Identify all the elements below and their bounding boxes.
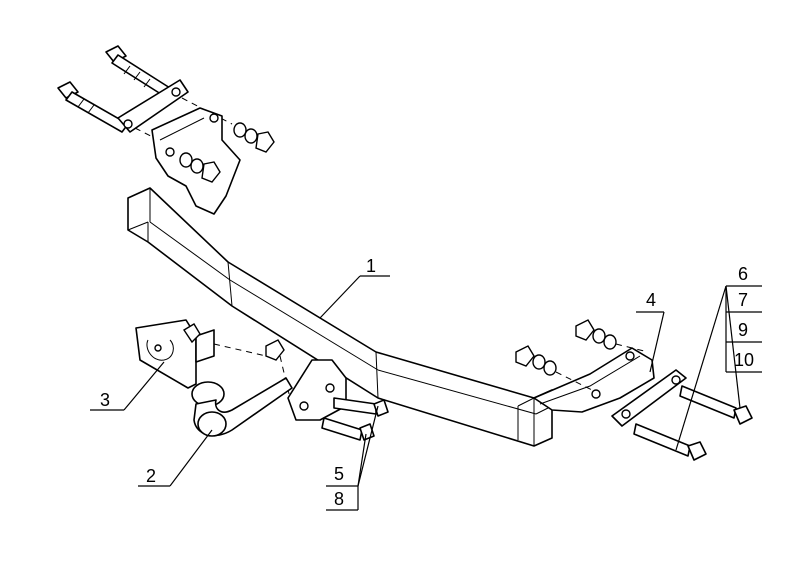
plate-right: [611, 369, 687, 427]
callout-2: 2: [138, 429, 213, 487]
callout-label-2: 2: [146, 466, 156, 486]
socket-plate: [135, 319, 215, 389]
bracket-right: [533, 347, 655, 413]
callout-label-9: 9: [738, 320, 748, 340]
bolt-upper-left-short: [57, 81, 129, 133]
bracket-plate-upper-left: [117, 79, 189, 133]
bolt-center-lower: [321, 417, 375, 441]
callout-4: 4: [636, 290, 665, 373]
callout-5-8: 5 8: [326, 405, 379, 511]
main-cross-beam: [127, 187, 553, 447]
bolt-right-upper: [679, 385, 753, 425]
callout-label-7: 7: [738, 290, 748, 310]
callout-6-7-9-10: 6 7 9 10: [675, 264, 762, 451]
tow-ball: [191, 377, 293, 437]
bolt-right-lower: [633, 423, 707, 461]
callout-label-4: 4: [646, 290, 656, 310]
center-mount-bracket: [287, 359, 347, 421]
nut-set-right-b: [515, 345, 557, 376]
nut-set-right-a: [575, 319, 617, 350]
bolt-center-upper: [333, 397, 389, 417]
callout-label-3: 3: [100, 390, 110, 410]
bolt-upper-left-long: [105, 45, 171, 97]
callout-3: 3: [90, 361, 165, 411]
nut-center: [265, 339, 285, 361]
callout-label-8: 8: [334, 489, 344, 509]
callout-label-10: 10: [734, 350, 754, 370]
callout-label-6: 6: [738, 264, 748, 284]
callout-label-5: 5: [334, 464, 344, 484]
nut-set-upper-left-a: [233, 122, 275, 153]
callout-label-1: 1: [366, 256, 376, 276]
nut-set-upper-left-b: [179, 152, 221, 183]
callout-1: 1: [319, 256, 390, 319]
